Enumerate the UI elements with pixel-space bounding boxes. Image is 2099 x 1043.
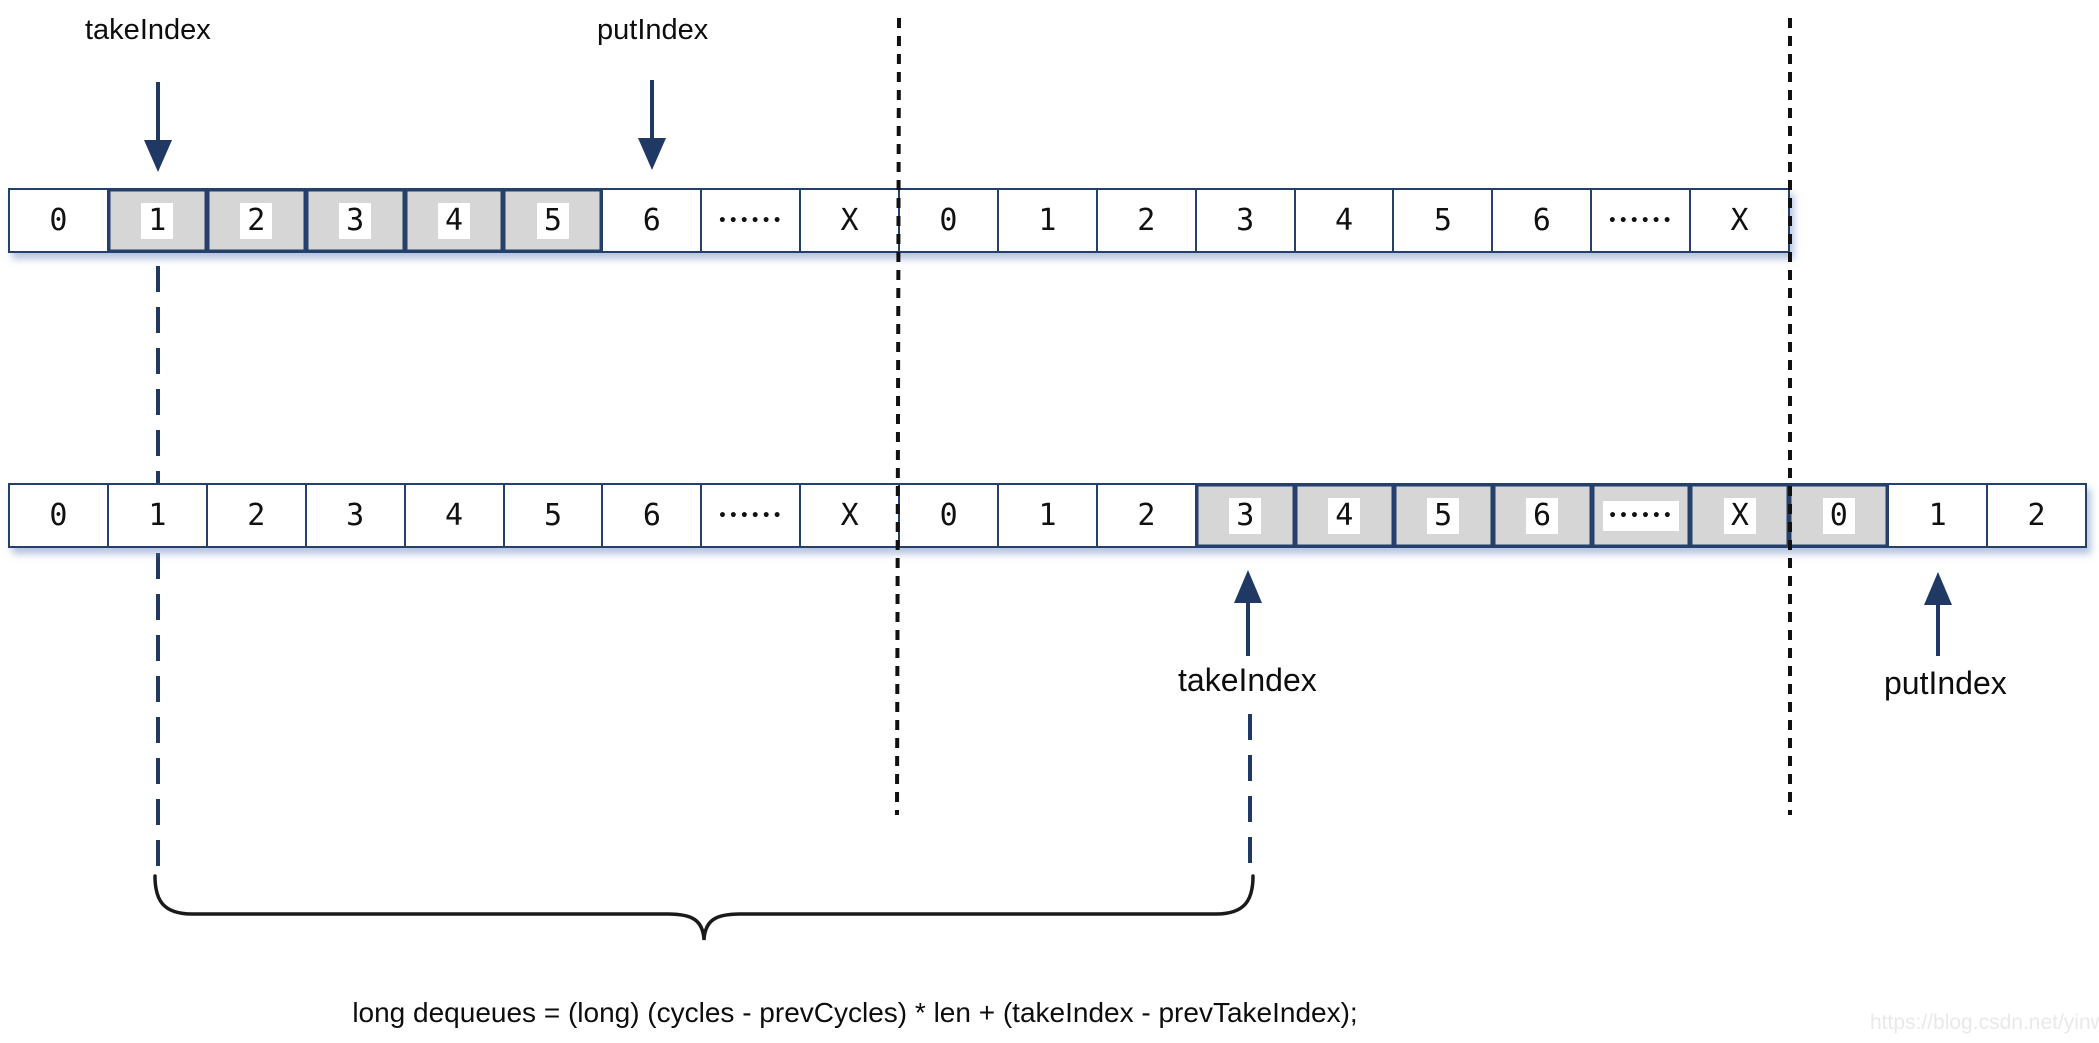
- queue-cell: ••••••: [1592, 485, 1692, 546]
- up-arrow-putindex: [1924, 572, 1952, 656]
- ellipsis-dots: ••••••: [717, 507, 784, 524]
- queue-cell: X: [801, 485, 901, 546]
- queue-cell: 2: [207, 190, 307, 251]
- queue-cell: ••••••: [702, 190, 802, 251]
- cell-value: 6: [642, 497, 661, 533]
- cell-value: 1: [141, 202, 174, 239]
- queue-cell: 1: [109, 485, 208, 546]
- queue-cell: 4: [406, 485, 505, 546]
- cell-value: 1: [1038, 497, 1057, 533]
- queue-cell: 3: [307, 485, 406, 546]
- queue-cell: 1: [108, 190, 208, 251]
- queue-cell: 1: [999, 190, 1098, 251]
- ellipsis-dots: ••••••: [1607, 212, 1674, 229]
- queue-cell: 5: [1394, 485, 1494, 546]
- dotted-cycle-divider-1: [895, 17, 901, 816]
- cell-value: X: [1723, 497, 1756, 534]
- cell-value: 2: [1137, 202, 1156, 238]
- cell-value: 2: [1137, 497, 1156, 533]
- cell-value: 4: [1328, 497, 1361, 534]
- cell-value: 6: [1532, 202, 1551, 238]
- queue-cell: 4: [405, 190, 505, 251]
- cell-value: 6: [1526, 497, 1559, 534]
- cell-value: 2: [2027, 497, 2046, 533]
- queue-cell: 3: [1196, 485, 1296, 546]
- cell-value: X: [1730, 202, 1749, 238]
- queue-cell: 6: [603, 485, 703, 546]
- queue-cell: 2: [1988, 485, 2085, 546]
- down-arrow-putindex: [638, 80, 666, 170]
- cell-value: 1: [1928, 497, 1947, 533]
- cell-value: 0: [49, 497, 68, 533]
- queue-cell: 5: [504, 190, 604, 251]
- cell-value: X: [840, 497, 859, 533]
- cell-value: 0: [49, 202, 68, 238]
- queue-cell: 1: [999, 485, 1098, 546]
- ellipsis-dots: ••••••: [1603, 500, 1679, 531]
- queue-cell: 4: [1296, 190, 1395, 251]
- queue-row-after: 0 1 2 3 4 5 6 •••••• X 0 1 2 3 4 5 6 •••••• X 0 1 2: [8, 483, 2087, 548]
- queue-cell: 5: [1394, 190, 1494, 251]
- arrow-head: [144, 140, 172, 172]
- queue-cell: X: [1691, 485, 1791, 546]
- watermark-text: https://blog.csdn.net/yinwenjie: [1870, 1011, 2099, 1034]
- down-arrow-takeindex: [144, 82, 172, 172]
- cell-value: 2: [247, 497, 266, 533]
- cell-value: 4: [445, 497, 464, 533]
- brace: [153, 874, 1255, 941]
- cell-value: 3: [339, 202, 372, 239]
- cell-value: 5: [1427, 497, 1460, 534]
- queue-cell: 3: [1197, 190, 1296, 251]
- cell-value: 5: [536, 202, 569, 239]
- queue-cell: 0: [10, 190, 109, 251]
- cell-value: 1: [1038, 202, 1057, 238]
- cell-value: 3: [1236, 202, 1255, 238]
- queue-cell: 6: [603, 190, 703, 251]
- queue-cell: 0: [900, 190, 999, 251]
- queue-cell: 3: [306, 190, 406, 251]
- queue-row-before: 0 1 2 3 4 5 6 •••••• X 0 1 2 3 4 5 6 •••••• X: [8, 188, 1790, 253]
- label-top-putindex: putIndex: [597, 14, 709, 46]
- cell-value: 4: [1334, 202, 1354, 238]
- cell-value: 1: [148, 497, 167, 533]
- cell-value: 2: [240, 202, 273, 239]
- ellipsis-dots: ••••••: [717, 212, 784, 229]
- cell-value: X: [840, 202, 859, 238]
- queue-cell: 5: [505, 485, 604, 546]
- cell-value: 0: [1822, 497, 1855, 534]
- cell-value: 0: [939, 202, 958, 238]
- cell-value: 3: [1229, 497, 1262, 534]
- label-top-takeindex: takeIndex: [85, 14, 211, 46]
- cell-value: 5: [1433, 202, 1452, 238]
- queue-cell: X: [1691, 190, 1788, 251]
- arrow-head: [1924, 572, 1952, 605]
- queue-cell: X: [801, 190, 901, 251]
- cell-value: 3: [346, 497, 365, 533]
- queue-cell: 4: [1295, 485, 1395, 546]
- queue-cell: ••••••: [1592, 190, 1692, 251]
- queue-cell: ••••••: [702, 485, 802, 546]
- queue-cell: 2: [1098, 190, 1197, 251]
- queue-cell: 6: [1493, 485, 1593, 546]
- queue-cell: 1: [1889, 485, 1989, 546]
- label-bottom-putindex: putIndex: [1884, 665, 2007, 701]
- up-arrow-takeindex: [1234, 570, 1262, 656]
- label-bottom-takeindex: takeIndex: [1178, 662, 1317, 698]
- queue-cell: 0: [1790, 485, 1890, 546]
- cell-value: 4: [437, 202, 471, 239]
- queue-cell: 2: [208, 485, 307, 546]
- arrow-head: [638, 138, 666, 170]
- cell-value: 5: [543, 497, 563, 533]
- queue-cell: 6: [1493, 190, 1593, 251]
- queue-cell: 2: [1098, 485, 1197, 546]
- arrow-head: [1234, 570, 1262, 603]
- queue-cell: 0: [10, 485, 109, 546]
- cell-value: 0: [939, 497, 958, 533]
- queue-cell: 0: [900, 485, 1000, 546]
- dequeues-formula: long dequeues = (long) (cycles - prevCyc…: [352, 997, 1358, 1028]
- cell-value: 6: [642, 202, 661, 238]
